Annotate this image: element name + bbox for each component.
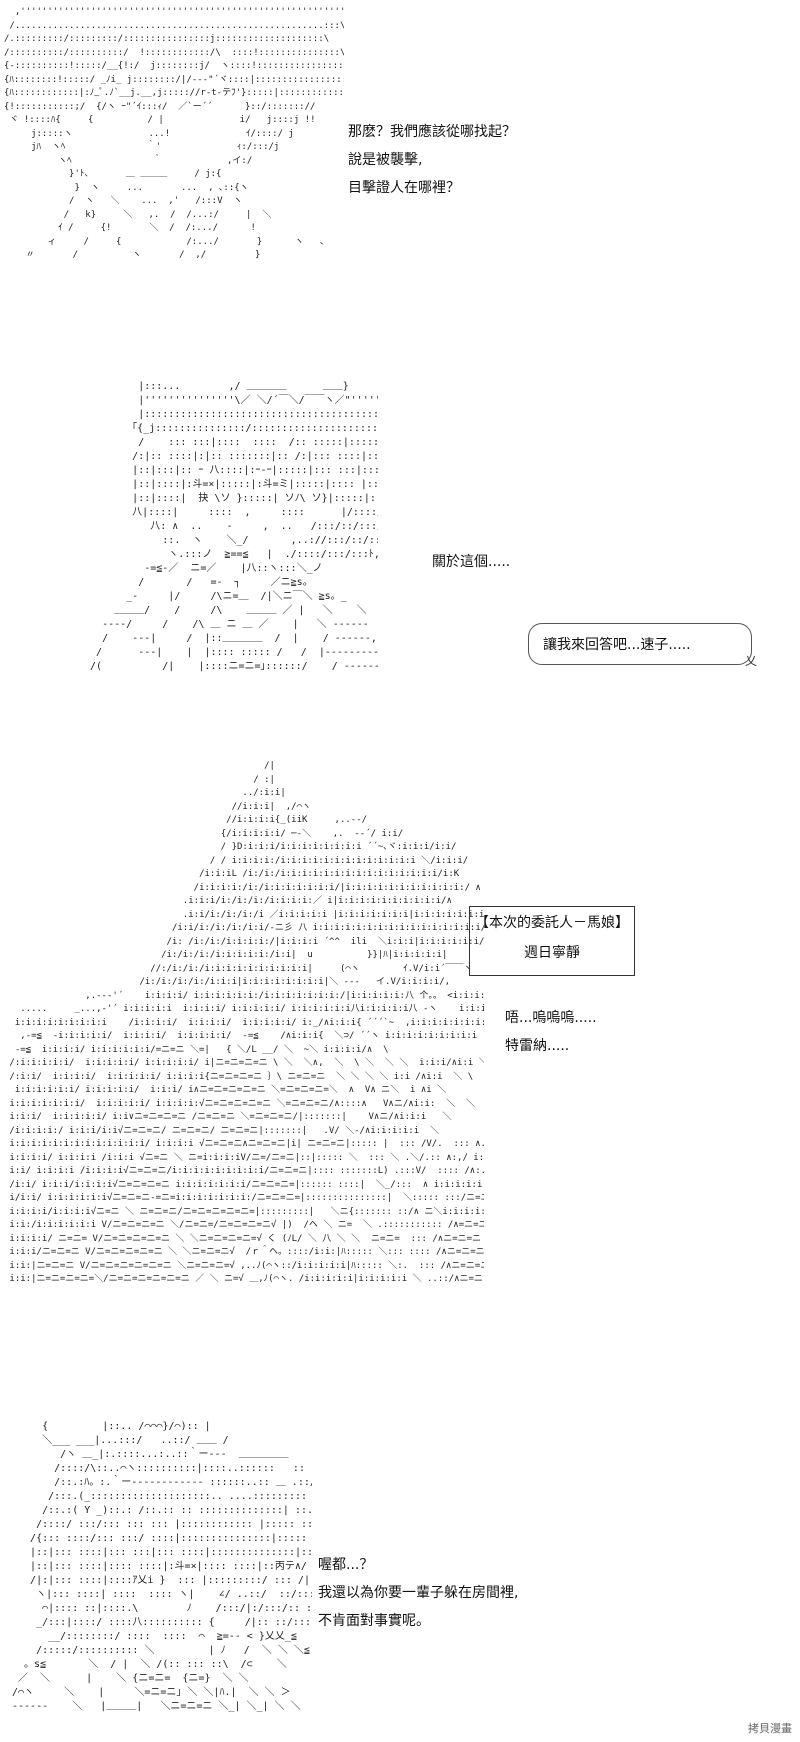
dialogue-line: 喔都...？ [318, 1557, 374, 1573]
client-info-name: 週日寧靜 [524, 945, 580, 961]
ascii-art-character-4: { |::.. /⌒⌒⌒}/⌒):: | ＼___ ___|...:::/ ..… [12, 1421, 312, 1712]
dialogue-line: 目擊證人在哪裡？ [348, 180, 460, 196]
ascii-art-character-1: ,'''''''''''''''''''''''''''''''''''''''… [4, 7, 344, 260]
dialogue-line: 那麽？我們應該從哪找起？ [348, 124, 516, 140]
dialogue-line: 我還以為你要一輩子躲在房間裡, [318, 1585, 519, 1601]
watermark-logo: 拷貝漫畫 [748, 1722, 792, 1735]
dialogue-panel-3: 唔...嗚嗚嗚..... 特雷納..... [505, 1004, 597, 1060]
ascii-art-character-3: /| / :| ../:i:i| //i:i:i| ,/⌒ヽ [9, 761, 484, 1284]
speech-bubble: 讓我來回答吧...速子..... [528, 623, 752, 665]
dialogue-line: 唔...嗚嗚嗚..... [505, 1010, 597, 1026]
ascii-art-character-2: |:::... ,/ ＿＿＿＿ ＿＿} |'''''''''''''''\／ ＼… [90, 381, 378, 672]
client-info-title: 【本次的委託人－馬娘】 [475, 915, 629, 931]
narration-line: 關於這個..... [432, 554, 511, 570]
dialogue-panel-1: 那麽？我們應該從哪找起？ 說是被襲擊, 目擊證人在哪裡？ [348, 118, 516, 202]
client-info-box: 【本次的委託人－馬娘】 週日寧靜 [469, 906, 635, 976]
dialogue-line: 特雷納..... [505, 1038, 570, 1054]
dialogue-panel-2: 關於這個..... [432, 548, 510, 576]
dialogue-line: 不肯面對事實呢。 [318, 1613, 430, 1629]
dialogue-panel-4: 喔都...？ 我還以為你要一輩子躲在房間裡, 不肯面對事實呢。 [318, 1551, 518, 1635]
speech-bubble-tail-icon: 乂 [745, 654, 758, 668]
dialogue-line: 說是被襲擊, [348, 152, 423, 168]
